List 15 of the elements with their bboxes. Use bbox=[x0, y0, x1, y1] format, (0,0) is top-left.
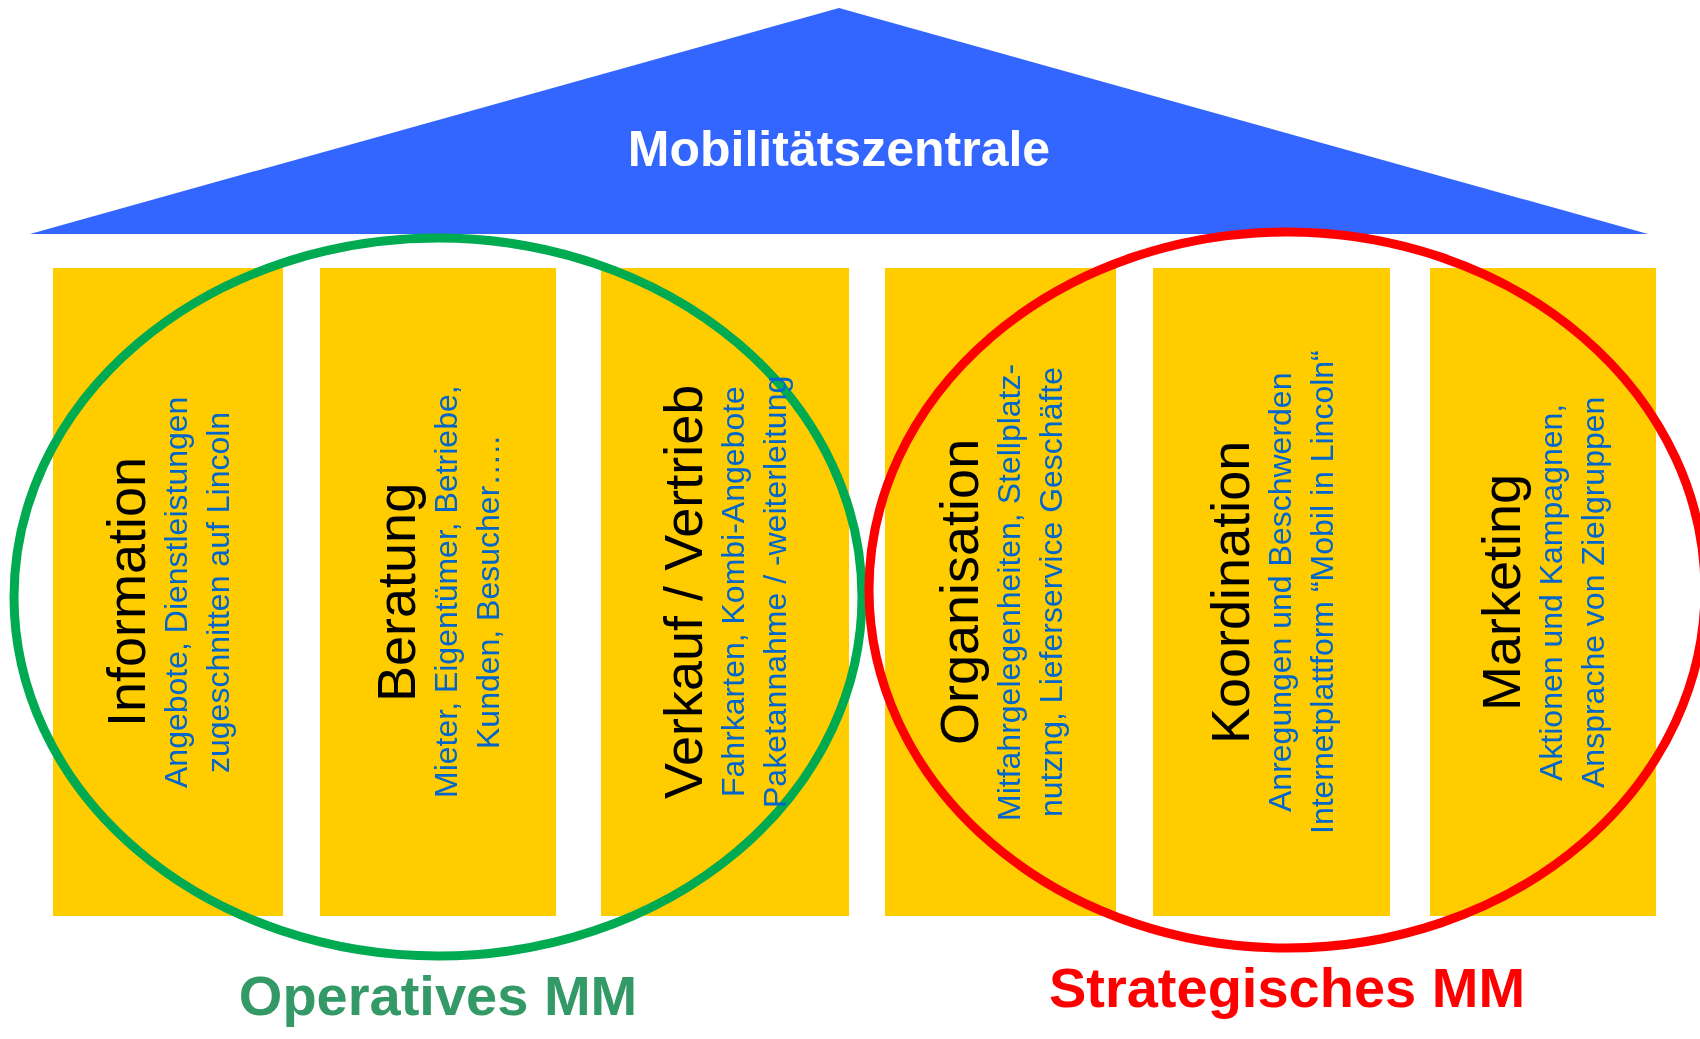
pillar-description: Mitfahrgelegenheiten, Stellplatz-nutzng, Lieferservice Geschäfte bbox=[989, 362, 1070, 823]
pillar-title: Verkauf / Vertrieb bbox=[653, 383, 714, 802]
pillar-title: Information bbox=[96, 455, 157, 730]
group-label: Strategisches MM bbox=[1048, 956, 1526, 1019]
pillar-description: Fahrkarten, Kombi-Angebote Paketannahme / -weiterleitung bbox=[714, 374, 794, 811]
pillar-description: Angebote, Dienstleistungen zugeschnitten auf Lincoln bbox=[157, 395, 237, 790]
roof-title: Mobilitätszentrale bbox=[626, 120, 1052, 178]
pillar-description: Mieter, Eigentümer, Betriebe, Kunden, Besucher….. bbox=[427, 384, 507, 801]
pillar-title: Organisation bbox=[929, 437, 989, 748]
pillar-title: Marketing bbox=[1471, 472, 1532, 713]
group-label: Operatives MM bbox=[238, 964, 638, 1027]
pillar-description: Aktionen und Kampagnen, Ansprache von Zielgruppen bbox=[1532, 395, 1612, 790]
pillar-description: Anregungen und Beschwerden Internetplattform “Mobil in Lincoln“ bbox=[1260, 349, 1341, 836]
pillar-title: Koordination bbox=[1200, 439, 1260, 746]
pillar-title: Beratung bbox=[366, 481, 427, 704]
